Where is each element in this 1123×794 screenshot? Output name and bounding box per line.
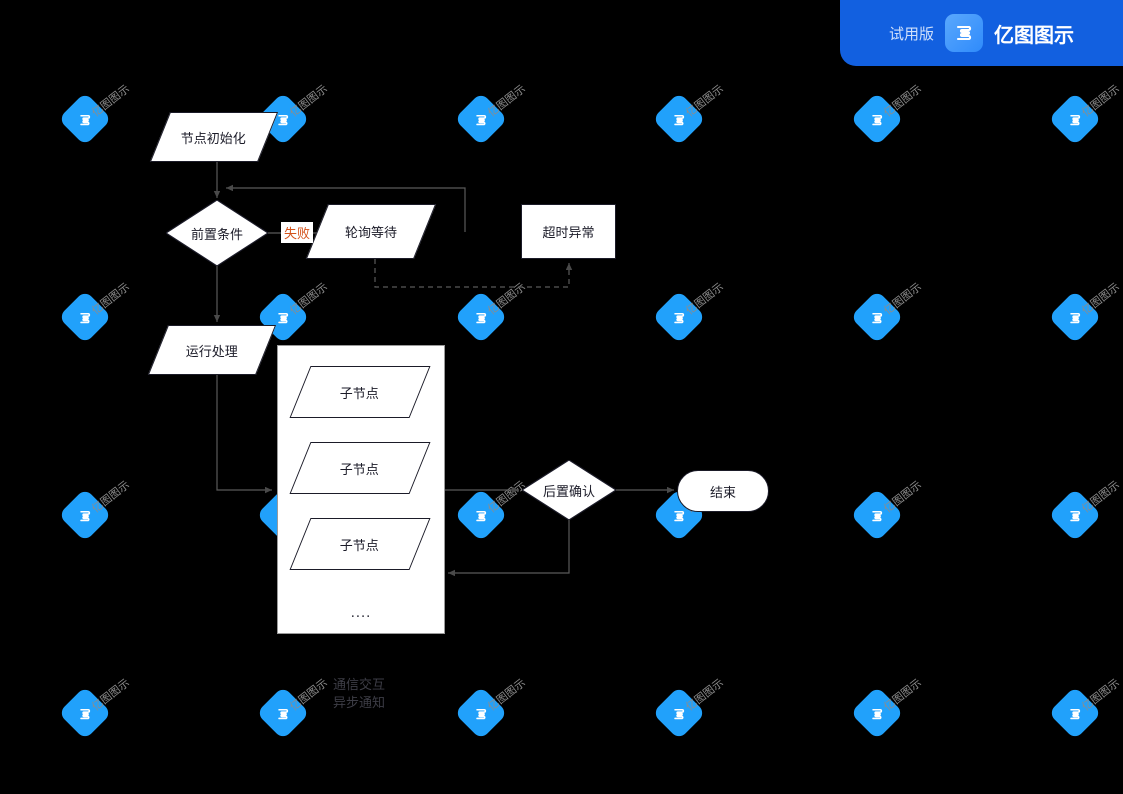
brand-banner: 试用版 亿图图示 (840, 0, 1123, 66)
node-init-label: 节点初始化 (181, 131, 247, 147)
node-timeout-label: 超时异常 (542, 226, 595, 241)
node-postconf-label: 后置确认 (542, 484, 595, 500)
node-postconf[interactable]: 后置确认 (522, 460, 616, 520)
edge-poll-to-precond (226, 184, 466, 232)
node-init[interactable]: 节点初始化 (149, 112, 279, 162)
node-child-2-label: 子节点 (340, 462, 380, 478)
node-timeout[interactable]: 超时异常 (521, 204, 616, 259)
node-run[interactable]: 运行处理 (147, 325, 277, 375)
edge-poll-to-timeout (374, 259, 573, 288)
edge-postconf-to-group (448, 520, 570, 577)
node-end[interactable]: 结束 (677, 470, 769, 512)
group-ellipsis-label: .... (350, 606, 372, 621)
trial-label: 试用版 (888, 24, 934, 43)
node-end-label: 结束 (709, 485, 736, 501)
node-precond-label: 前置条件 (190, 227, 243, 243)
node-child-2[interactable]: 子节点 (289, 442, 431, 494)
note-async: 异步通知 (333, 696, 386, 711)
edge-run-to-group (216, 375, 272, 494)
note-communication: 通信交互 (333, 678, 386, 693)
node-run-label: 运行处理 (185, 344, 238, 360)
node-child-3-label: 子节点 (340, 538, 380, 554)
brand-name: 亿图图示 (994, 22, 1074, 47)
node-poll[interactable]: 轮询等待 (305, 204, 437, 259)
edge-label-fail: 失败 (281, 222, 314, 243)
node-poll-label: 轮询等待 (344, 226, 397, 241)
edraw-logo-icon (945, 14, 983, 52)
node-child-1[interactable]: 子节点 (289, 366, 431, 418)
node-precond[interactable]: 前置条件 (166, 200, 268, 266)
node-child-3[interactable]: 子节点 (289, 518, 431, 570)
node-child-1-label: 子节点 (340, 386, 380, 402)
diamond-shape (522, 460, 616, 520)
diamond-shape (166, 200, 268, 266)
